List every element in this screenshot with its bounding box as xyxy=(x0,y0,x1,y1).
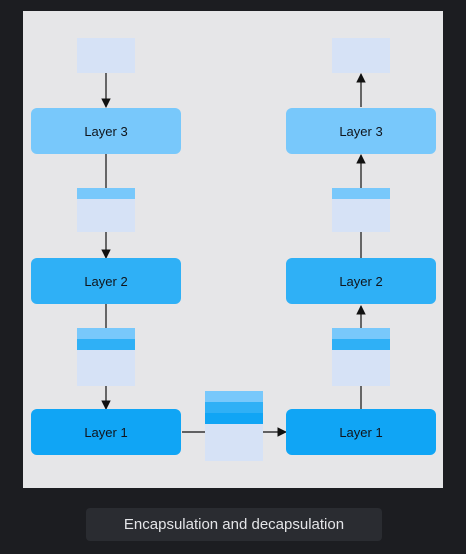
sender-data-block xyxy=(77,38,135,73)
receiver-layer1-box: Layer 1 xyxy=(286,409,436,455)
layer2-header xyxy=(332,339,390,350)
layer3-header xyxy=(332,328,390,339)
sender-layer3-box: Layer 3 xyxy=(31,108,181,154)
layer2-header xyxy=(205,402,263,413)
diagram-panel: Layer 3 Layer 2 Layer 1 Layer 3 Layer 2 … xyxy=(23,11,443,488)
receiver-layer2-packet xyxy=(332,328,390,386)
layer1-header xyxy=(205,413,263,424)
layer2-header xyxy=(77,339,135,350)
layer3-header xyxy=(205,391,263,402)
receiver-layer3-packet xyxy=(332,188,390,232)
diagram-caption: Encapsulation and decapsulation xyxy=(86,508,382,541)
layer3-header xyxy=(77,328,135,339)
receiver-layer3-box: Layer 3 xyxy=(286,108,436,154)
layer-label: Layer 3 xyxy=(339,123,383,139)
sender-layer3-packet xyxy=(77,188,135,232)
sender-layer2-packet xyxy=(77,328,135,386)
receiver-data-block xyxy=(332,38,390,73)
medium-frame-packet xyxy=(205,391,263,461)
layer3-header xyxy=(77,188,135,199)
receiver-layer2-box: Layer 2 xyxy=(286,258,436,304)
layer-label: Layer 2 xyxy=(84,273,128,289)
layer3-header xyxy=(332,188,390,199)
layer-label: Layer 2 xyxy=(339,273,383,289)
sender-layer2-box: Layer 2 xyxy=(31,258,181,304)
connector-layer xyxy=(101,73,366,437)
sender-layer1-box: Layer 1 xyxy=(31,409,181,455)
layer-label: Layer 1 xyxy=(84,424,128,440)
layer-label: Layer 1 xyxy=(339,424,383,440)
layer-label: Layer 3 xyxy=(84,123,128,139)
